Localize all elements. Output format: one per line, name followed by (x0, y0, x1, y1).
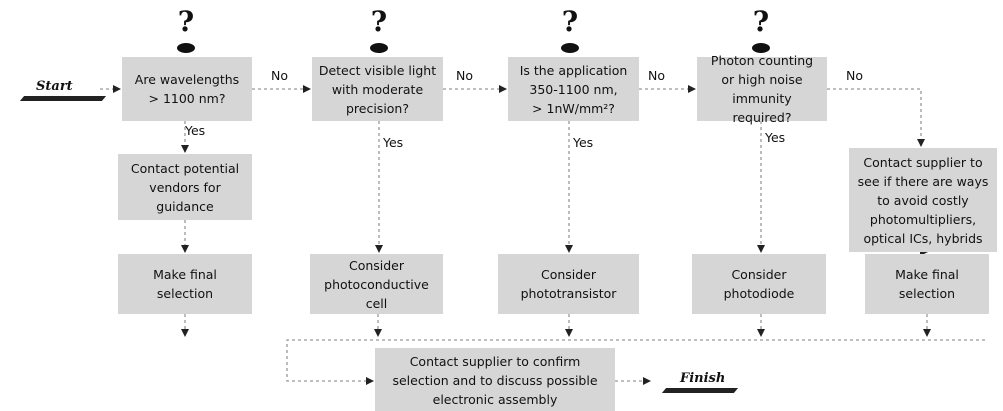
question-mark-icon: ? (561, 5, 579, 38)
decision-wavelengths: Are wavelengths > 1100 nm? (122, 57, 252, 121)
outcome-photodiode: Consider photodiode (692, 254, 826, 314)
outcome-photoconductive-cell: Consider photoconductive cell (310, 254, 443, 314)
question-mark-icon (561, 43, 579, 53)
decision-application-range: Is the application 350-1100 nm, > 1nW/mm… (508, 57, 639, 121)
collector-line (286, 339, 985, 385)
outcome-phototransistor: Consider phototransistor (498, 254, 639, 314)
branch-label-yes: Yes (573, 135, 594, 150)
question-mark-icon (370, 43, 388, 53)
branch-label-no: No (648, 68, 665, 83)
decision-visible-light: Detect visible light with moderate preci… (312, 57, 443, 121)
branch-label-no: No (846, 68, 863, 83)
branch-label-yes: Yes (185, 123, 206, 138)
start-label: Start (36, 79, 73, 94)
branch-label-no: No (271, 68, 288, 83)
final-confirm-box: Contact supplier to confirm selection an… (375, 348, 615, 411)
branch-label-yes: Yes (383, 135, 404, 150)
vendors-box: Contact potential vendors for guidance (118, 154, 252, 220)
question-mark-icon: ? (752, 5, 770, 38)
arrow-no-4 (827, 88, 925, 147)
outcome-make-final-selection: Make final selection (118, 254, 252, 314)
outcome-make-final-selection: Make final selection (865, 254, 989, 314)
question-mark-icon (752, 43, 770, 53)
question-mark-icon: ? (177, 5, 195, 38)
supplier-check-box: Contact supplier to see if there are way… (849, 148, 997, 252)
question-mark-icon: ? (370, 5, 388, 38)
finish-bar (661, 388, 739, 393)
branch-label-no: No (456, 68, 473, 83)
start-bar (19, 96, 107, 101)
decision-photon-counting: Photon counting or high noise immunity r… (697, 53, 827, 125)
branch-label-yes: Yes (765, 130, 786, 145)
finish-label: Finish (680, 371, 726, 386)
question-mark-icon (177, 43, 195, 53)
